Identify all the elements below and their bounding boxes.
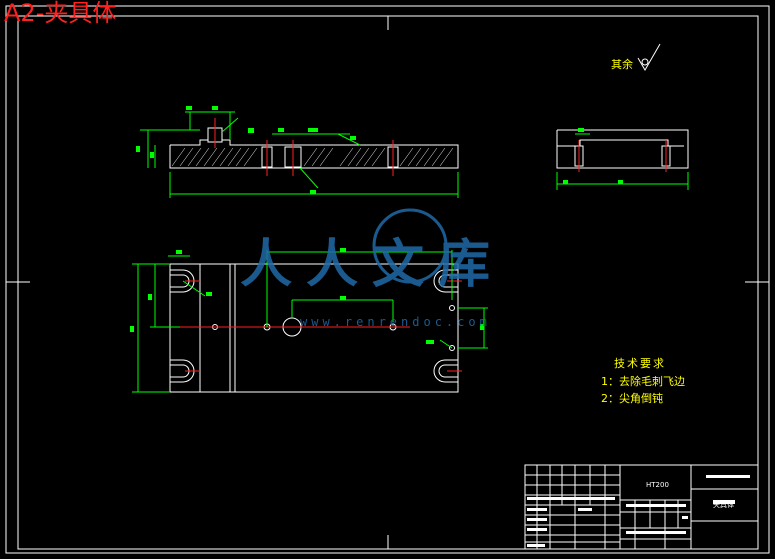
watermark-url: www.renrendoc.com [300, 315, 491, 329]
outer-frame [5, 5, 770, 554]
surface-note-label: 其余 [611, 57, 633, 71]
front-dimensions [140, 111, 459, 198]
title-block [524, 464, 759, 550]
title-block-part-name: 夹具体 [713, 500, 734, 509]
watermark-ring [372, 208, 448, 284]
plan-dimensions [132, 250, 488, 393]
front-dim-text [136, 106, 356, 194]
side-body-outline [556, 129, 689, 169]
title-block-material: HT200 [646, 481, 669, 489]
title-block-fills [527, 475, 750, 547]
plan-view [130, 248, 488, 393]
front-view [136, 106, 459, 198]
surface-finish-note: 其余 [611, 43, 661, 71]
front-centerlines [214, 118, 394, 176]
watermark: 人人文库 www.renrendoc.com [240, 208, 504, 329]
watermark-main: 人人文库 [240, 235, 504, 295]
tech-req-heading: 技术要求 [614, 357, 666, 370]
roughness-symbol-icon [637, 43, 661, 71]
centering-marks [6, 16, 769, 549]
plan-body-outline [169, 263, 459, 393]
tech-req-item-1: 1：去除毛刺飞边 [601, 374, 685, 388]
front-hatching [171, 147, 454, 167]
front-body-outline [169, 139, 459, 169]
document-title: A2-夹具体 [4, 0, 117, 27]
tech-req-item-2: 2：尖角倒钝 [601, 391, 663, 405]
technical-requirements: 技术要求 1：去除毛刺飞边 2：尖角倒钝 [601, 357, 685, 405]
side-view [556, 128, 689, 190]
